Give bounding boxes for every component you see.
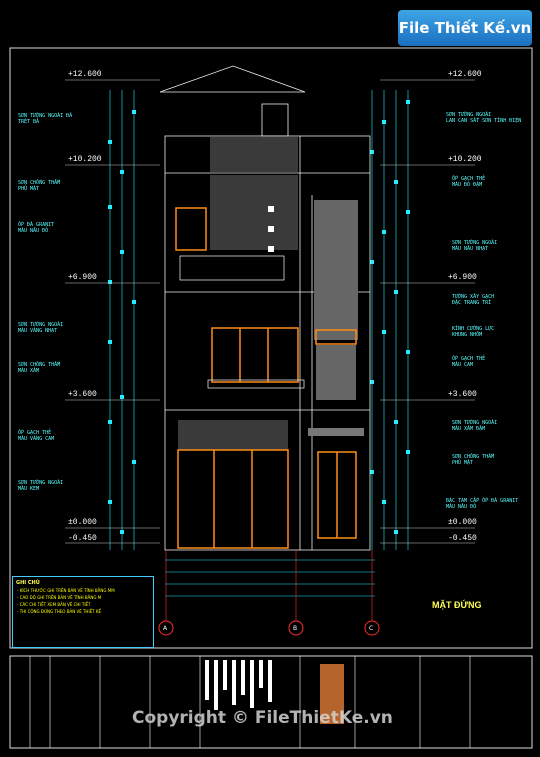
material-note: ỐP GẠCH THẺ MÀU CAM [452,356,486,368]
note-line: - CAO ĐỘ GHI TRÊN BẢN VẼ TÍNH BẰNG M [17,595,102,600]
material-note: SƠN CHỐNG THẤM PHỦ MẶT [452,454,495,466]
material-note: ỐP GẠCH THẺ MÀU VÀNG CAM [18,430,55,442]
material-note: TƯỜNG XÂY GẠCH ĐẶC TRANG TRÍ [452,294,495,306]
material-note: SƠN TƯỜNG NGOÀI MÀU XÁM ĐẬM [452,420,498,432]
material-note: SƠN TƯỜNG NGOÀI MÀU VÀNG NHẠT [18,322,64,334]
level-label: +3.600 [448,390,477,399]
note-line: - THI CÔNG ĐÚNG THEO BẢN VẼ THIẾT KẾ [17,609,102,614]
level-label: +12.600 [448,70,482,79]
material-note: SƠN TƯỜNG NGOÀI MÀU NÂU NHẠT [452,240,498,252]
material-note: ỐP GẠCH THẺ MÀU ĐỎ ĐẬM [452,176,486,188]
material-note: SƠN TƯỜNG NGOÀI MÀU KEM [18,480,64,492]
level-label: +6.900 [448,273,477,282]
level-label: +6.900 [68,273,97,282]
level-label: ±0.000 [448,518,477,527]
material-note: ỐP ĐÁ GRANIT MÀU NÂU ĐỎ [18,222,55,234]
material-note: SƠN TƯỜNG NGOÀI ĐÃ TRÉT BẢ [18,113,73,125]
notes-box: GHI CHÚ - KÍCH THƯỚC GHI TRÊN BẢN VẼ TÍN… [12,576,154,648]
level-label: +10.200 [448,155,482,164]
level-label: +3.600 [68,390,97,399]
grid-axis-label: C [369,625,374,632]
level-label: +10.200 [68,155,102,164]
material-note: SƠN TƯỜNG NGOÀI LAN CAN SẮT SƠN TĨNH ĐIỆ… [446,112,522,124]
grid-axis-label: B [293,625,298,632]
level-label: -0.450 [68,534,97,543]
material-note: BẬC TAM CẤP ỐP ĐÁ GRANIT MÀU NÂU ĐỎ [446,498,519,510]
material-note: KÍNH CƯỜNG LỰC KHUNG NHÔM [452,326,495,338]
level-label: -0.450 [448,534,477,543]
material-note: SƠN CHỐNG THẤM PHỦ MẶT [18,180,61,192]
material-note: SƠN CHỐNG THẤM MÀU XÁM [18,362,61,374]
copyright-watermark: Copyright © FileThietKe.vn [132,708,393,728]
note-line: - CÁC CHI TIẾT XEM BẢN VẼ CHI TIẾT [17,602,91,607]
logo-badge: File Thiết Kế.vn [398,10,532,46]
level-label: ±0.000 [68,518,97,527]
level-label: +12.600 [68,70,102,79]
logo-text: File Thiết Kế.vn [398,19,532,37]
note-line: - KÍCH THƯỚC GHI TRÊN BẢN VẼ TÍNH BẰNG M… [17,588,115,593]
drawing-title: MẶT ĐỨNG [432,600,482,610]
grid-axis-label: A [163,625,168,632]
notes-heading: GHI CHÚ [16,580,40,586]
